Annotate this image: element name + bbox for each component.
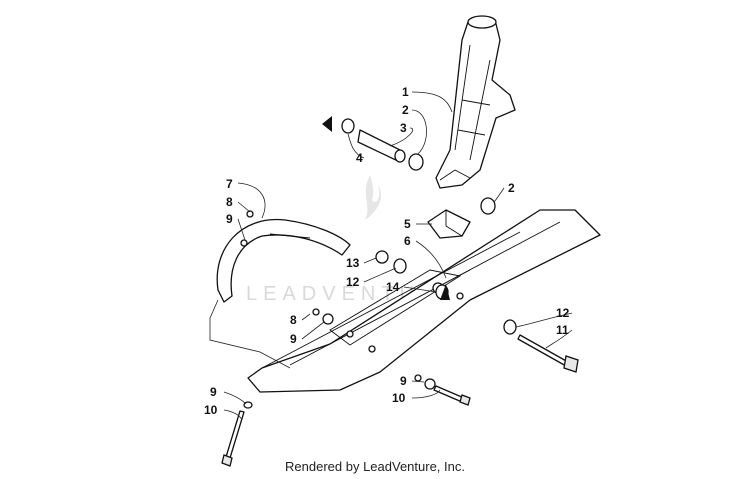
callout-7: 7 (226, 177, 233, 191)
callout-11: 11 (556, 323, 569, 337)
arrow-left-icon (322, 116, 332, 132)
bolt-parts (221, 334, 579, 467)
callout-4: 4 (356, 151, 363, 165)
direction-arrows (322, 116, 450, 300)
spindle-part (435, 15, 516, 189)
callout-13: 13 (346, 256, 360, 270)
callout-12-right: 12 (556, 306, 570, 320)
callout-12: 12 (346, 275, 360, 289)
callout-10: 10 (392, 391, 406, 405)
callout-3: 3 (400, 121, 407, 135)
bushing-set (341, 118, 496, 215)
callout-8-lower: 8 (290, 313, 297, 327)
callout-9-lower: 9 (290, 332, 297, 346)
callout-9-bottom: 9 (400, 374, 407, 388)
callout-10-left: 10 (204, 403, 218, 417)
callout-14: 14 (386, 280, 400, 294)
callout-5: 5 (404, 217, 411, 231)
callout-labels: 1 2 3 4 2 7 8 9 5 6 13 12 14 8 9 12 11 9… (204, 85, 570, 417)
render-credit: Rendered by LeadVenture, Inc. (285, 459, 465, 474)
callout-6: 6 (404, 234, 411, 248)
wear-pad-part (427, 209, 471, 239)
leader-lines (209, 91, 573, 421)
callout-8: 8 (226, 195, 233, 209)
arrow-up-icon (440, 284, 450, 300)
ski-loop-part (216, 210, 351, 303)
callout-2-right: 2 (508, 181, 515, 195)
callout-1: 1 (402, 85, 409, 99)
callout-9-left: 9 (210, 385, 217, 399)
ski-part (247, 209, 601, 393)
callout-9: 9 (226, 212, 233, 226)
callout-2: 2 (402, 103, 409, 117)
